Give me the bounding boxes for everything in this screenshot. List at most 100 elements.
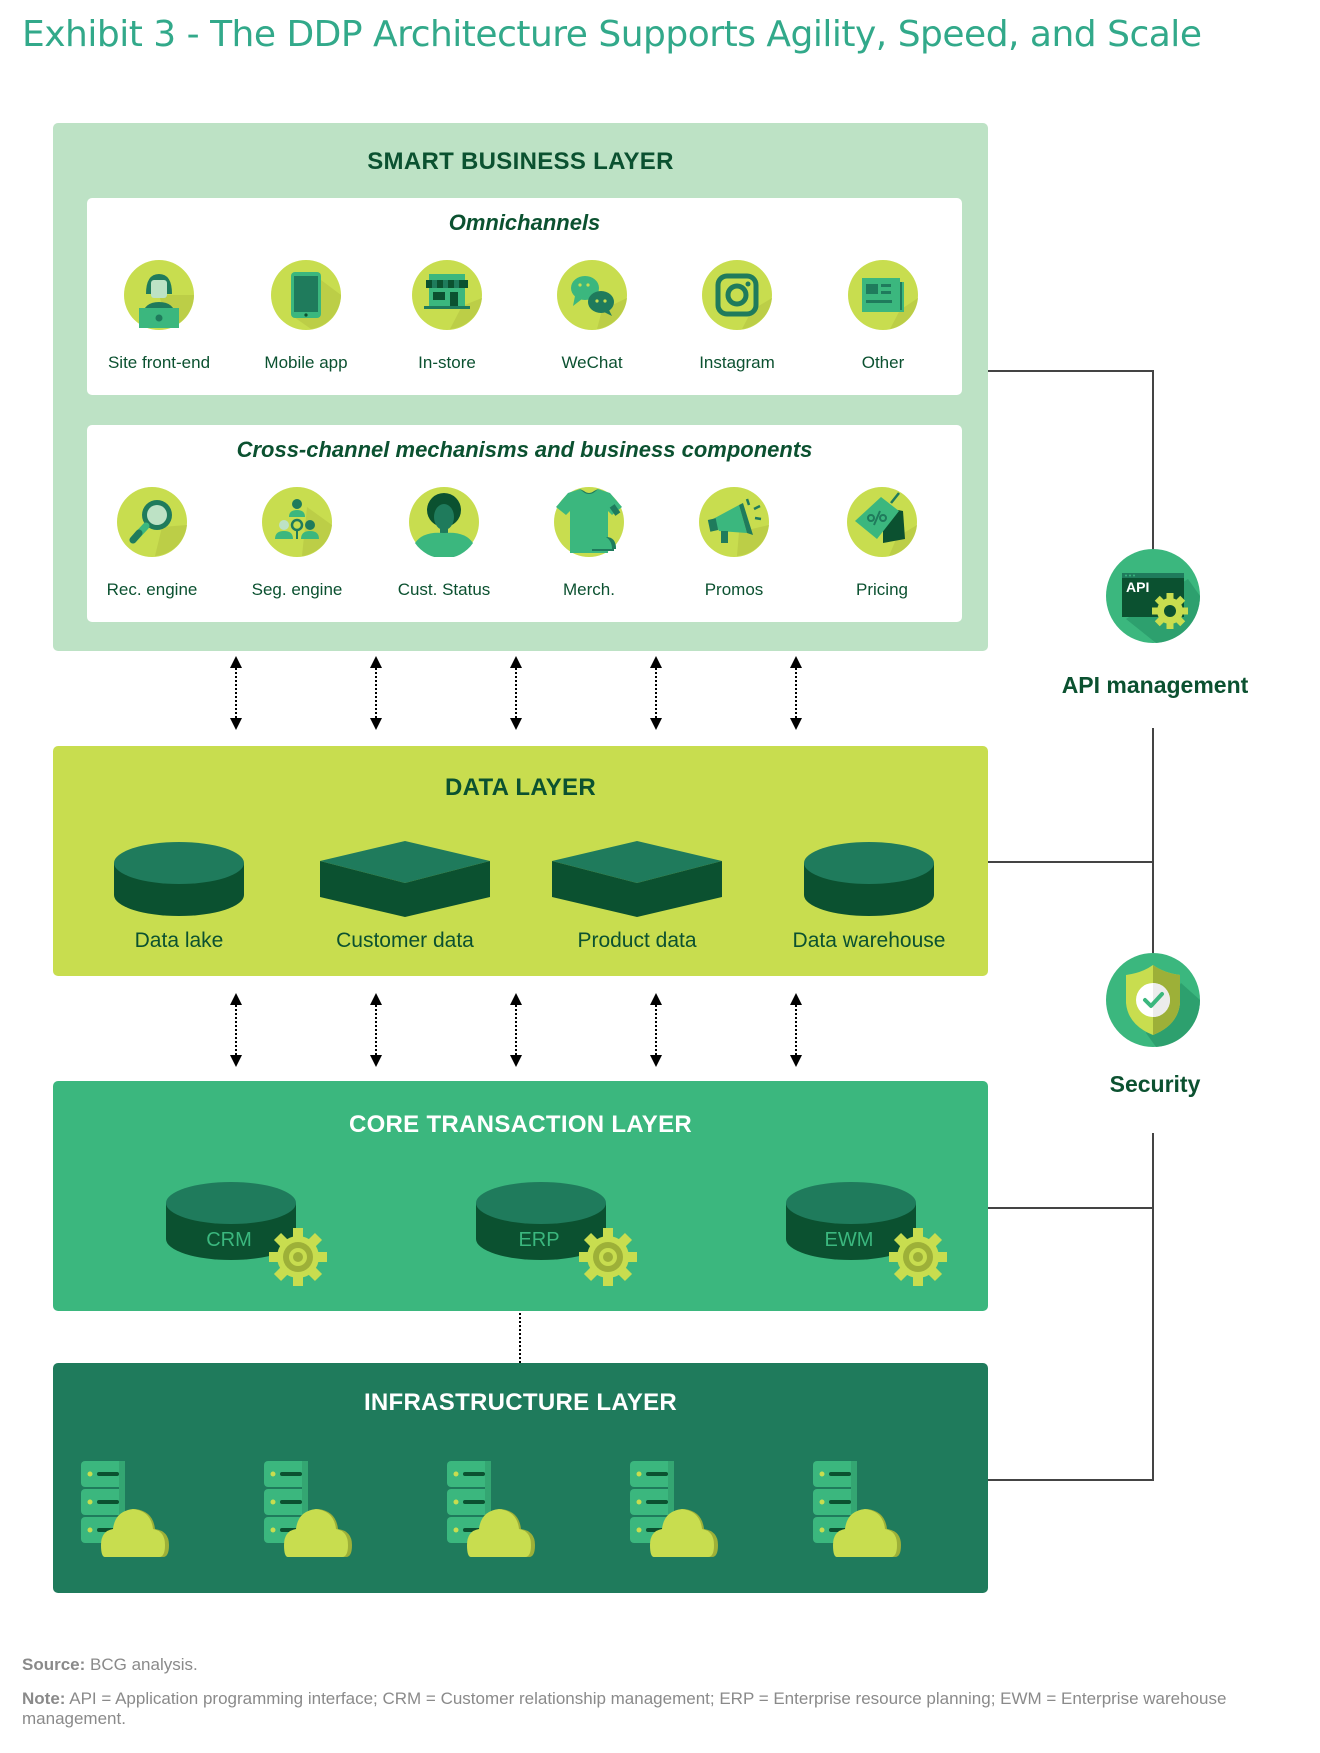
server-cloud-icon — [813, 1461, 933, 1561]
core-transaction-layer: CORE TRANSACTION LAYER CRM ERP EWM — [53, 1081, 988, 1311]
channel-label: In-store — [418, 353, 476, 372]
newspaper-icon — [848, 260, 918, 330]
core-system-label: CRM — [206, 1229, 252, 1251]
security-connector-vertical — [1152, 728, 1154, 953]
cylinder-icon — [804, 842, 934, 916]
omnichannels-title: Omnichannels — [448, 210, 601, 235]
security-connector-lower — [1152, 1133, 1154, 1480]
bidirectional-arrow — [510, 993, 522, 1067]
server-cloud-icon — [630, 1461, 750, 1561]
bidirectional-arrow — [790, 993, 802, 1067]
component-cust-status: Cust. Status — [374, 487, 514, 600]
box-icon — [552, 841, 722, 917]
bidirectional-arrow — [370, 993, 382, 1067]
server-cloud-icon — [81, 1461, 169, 1557]
magnifier-icon — [117, 487, 187, 557]
api-connector-vertical — [1152, 370, 1154, 552]
api-connector-smart — [988, 370, 1153, 372]
channel-label: WeChat — [561, 353, 623, 372]
bidirectional-arrow — [230, 656, 242, 730]
channel-other: Other — [813, 260, 953, 373]
data-store-label: Product data — [577, 929, 697, 952]
note-text: API = Application programming interface;… — [22, 1689, 1227, 1728]
core-system-label: EWM — [824, 1229, 874, 1251]
source-label: Source: — [22, 1655, 86, 1674]
server-cloud-icon — [264, 1461, 352, 1557]
people-target-icon — [262, 487, 332, 557]
component-pricing: Pricing — [812, 487, 952, 600]
data-layer-title: DATA LAYER — [444, 774, 596, 801]
connector-infra-layer — [988, 1479, 1154, 1481]
cylinder-icon — [114, 842, 244, 916]
person-laptop-icon — [124, 260, 194, 330]
smart-business-layer: SMART BUSINESS LAYER Omnichannels Site f… — [53, 123, 988, 651]
channel-label: Mobile app — [264, 353, 348, 372]
core-system-erp: ERP — [475, 1181, 645, 1291]
component-merch: Merch. — [519, 487, 659, 600]
customer-icon — [409, 487, 479, 559]
data-store-label: Customer data — [336, 929, 474, 952]
data-store-product-data: Product data — [537, 841, 737, 953]
storefront-icon — [412, 260, 482, 330]
core-system-ewm: EWM — [785, 1181, 955, 1291]
database-gear-icon — [786, 1182, 947, 1286]
omnichannels-panel: Omnichannels Site front-end Mobile app — [87, 198, 962, 395]
bidirectional-arrow — [370, 656, 382, 730]
channel-label: Instagram — [699, 353, 775, 372]
server-cloud-icon — [813, 1461, 901, 1557]
source-note: Source: BCG analysis. — [22, 1655, 198, 1675]
core-infra-connector — [519, 1313, 521, 1363]
channel-mobile-app: Mobile app — [236, 260, 376, 373]
instagram-icon — [702, 260, 772, 330]
data-store-data-lake: Data lake — [79, 841, 279, 953]
component-seg-engine: Seg. engine — [227, 487, 367, 600]
core-system-crm: CRM — [165, 1181, 335, 1291]
channel-in-store: In-store — [377, 260, 517, 373]
channel-wechat: WeChat — [522, 260, 662, 373]
component-label: Pricing — [856, 580, 908, 599]
channel-instagram: Instagram — [667, 260, 807, 373]
megaphone-icon — [699, 487, 769, 557]
note-label: Note: — [22, 1689, 66, 1708]
bidirectional-arrow — [790, 656, 802, 730]
api-gear-icon: API — [1106, 549, 1200, 643]
tablet-icon — [271, 260, 341, 330]
component-label: Merch. — [563, 580, 615, 599]
cross-channel-title: Cross-channel mechanisms and business co… — [236, 437, 813, 462]
component-label: Seg. engine — [251, 580, 343, 599]
data-store-label: Data warehouse — [792, 929, 946, 952]
abbreviation-note: Note: API = Application programming inte… — [22, 1689, 1302, 1729]
smart-business-layer-title: SMART BUSINESS LAYER — [367, 148, 674, 175]
bidirectional-arrow — [230, 993, 242, 1067]
cross-channel-panel: Cross-channel mechanisms and business co… — [87, 425, 962, 622]
component-label: Rec. engine — [106, 580, 198, 599]
server-cloud-icon — [630, 1461, 718, 1557]
shield-check-icon — [1106, 953, 1200, 1047]
data-store-label: Data lake — [134, 929, 224, 952]
price-tag-icon — [847, 487, 917, 557]
connector-data-layer — [988, 861, 1153, 863]
data-store-data-warehouse: Data warehouse — [769, 841, 969, 953]
api-management-label: API management — [1061, 672, 1249, 698]
bidirectional-arrow — [510, 656, 522, 730]
source-text: BCG analysis. — [85, 1655, 198, 1674]
tshirt-cap-icon — [554, 487, 624, 557]
core-system-label: ERP — [518, 1229, 560, 1251]
data-store-customer-data: Customer data — [305, 841, 505, 953]
chat-bubbles-icon — [557, 260, 627, 330]
server-cloud-icon — [447, 1461, 567, 1561]
api-icon-text: API — [1126, 579, 1149, 595]
bidirectional-arrow — [650, 656, 662, 730]
bidirectional-arrow — [650, 993, 662, 1067]
component-label: Promos — [704, 580, 764, 599]
channel-site-front-end: Site front-end — [89, 260, 229, 373]
component-rec-engine: Rec. engine — [82, 487, 222, 600]
core-transaction-layer-title: CORE TRANSACTION LAYER — [348, 1111, 693, 1138]
channel-label: Other — [861, 353, 905, 372]
component-label: Cust. Status — [397, 580, 491, 599]
infrastructure-layer: INFRASTRUCTURE LAYER — [53, 1363, 988, 1593]
security-label: Security — [1109, 1071, 1201, 1097]
infrastructure-layer-title: INFRASTRUCTURE LAYER — [363, 1389, 678, 1416]
box-icon — [320, 841, 490, 917]
channel-label: Site front-end — [107, 353, 211, 372]
